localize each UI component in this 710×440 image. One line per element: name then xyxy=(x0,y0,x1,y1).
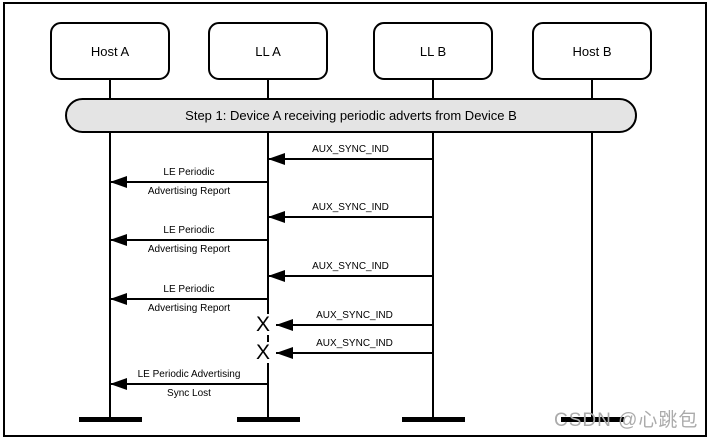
message-label: AUX_SYNC_IND xyxy=(312,202,389,213)
message-line xyxy=(110,298,268,300)
message-line xyxy=(276,324,433,326)
message-label: Advertising Report xyxy=(147,244,231,255)
actor-box-host-b: Host B xyxy=(532,22,652,80)
actor-box-ll-a: LL A xyxy=(208,22,328,80)
message-label: Advertising Report xyxy=(147,303,231,314)
lifeline-end-bar-ll-a xyxy=(237,417,300,422)
message-label: LE Periodic xyxy=(163,167,215,178)
message-label: AUX_SYNC_IND xyxy=(312,144,389,155)
lost-message-x-icon: X xyxy=(256,313,271,336)
message-line xyxy=(268,216,433,218)
message-label: Advertising Report xyxy=(147,186,231,197)
message-label: AUX_SYNC_IND xyxy=(312,261,389,272)
message-line xyxy=(268,158,433,160)
message-label: AUX_SYNC_IND xyxy=(316,338,393,349)
message-label: LE Periodic xyxy=(163,284,215,295)
lifeline-host-b xyxy=(591,80,593,419)
arrow-head-left-icon xyxy=(268,153,285,165)
actor-box-host-a: Host A xyxy=(50,22,170,80)
arrow-head-left-icon xyxy=(110,378,127,390)
message-label: Sync Lost xyxy=(167,388,211,399)
lifeline-ll-a xyxy=(267,80,269,419)
actor-box-ll-b: LL B xyxy=(373,22,493,80)
message-label: LE Periodic xyxy=(163,225,215,236)
lifeline-ll-b xyxy=(432,80,434,419)
step-banner: Step 1: Device A receiving periodic adve… xyxy=(65,98,637,133)
arrow-head-left-icon xyxy=(276,347,293,359)
message-label: AUX_SYNC_IND xyxy=(316,310,393,321)
arrow-head-left-icon xyxy=(268,211,285,223)
actor-label: LL B xyxy=(419,43,447,59)
lifeline-host-a xyxy=(109,80,111,419)
step-banner-label: Step 1: Device A receiving periodic adve… xyxy=(185,108,517,123)
lifeline-end-bar-ll-b xyxy=(402,417,465,422)
watermark: CSDN @心跳包 xyxy=(554,410,699,431)
arrow-head-left-icon xyxy=(276,319,293,331)
arrow-head-left-icon xyxy=(268,270,285,282)
lifeline-end-bar-host-a xyxy=(79,417,142,422)
actor-label: LL A xyxy=(255,43,281,59)
lost-message-x-icon: X xyxy=(256,341,271,364)
message-line xyxy=(110,181,268,183)
lifeline-end-bar-host-b xyxy=(561,417,624,422)
arrow-head-left-icon xyxy=(110,293,127,305)
message-line xyxy=(276,352,433,354)
message-line xyxy=(110,239,268,241)
message-label: LE Periodic Advertising xyxy=(137,369,241,380)
message-line xyxy=(110,383,268,385)
arrow-head-left-icon xyxy=(110,176,127,188)
arrow-head-left-icon xyxy=(110,234,127,246)
diagram-border xyxy=(3,2,707,437)
actor-label: Host A xyxy=(90,43,130,59)
message-line xyxy=(268,275,433,277)
actor-label: Host B xyxy=(572,43,612,59)
